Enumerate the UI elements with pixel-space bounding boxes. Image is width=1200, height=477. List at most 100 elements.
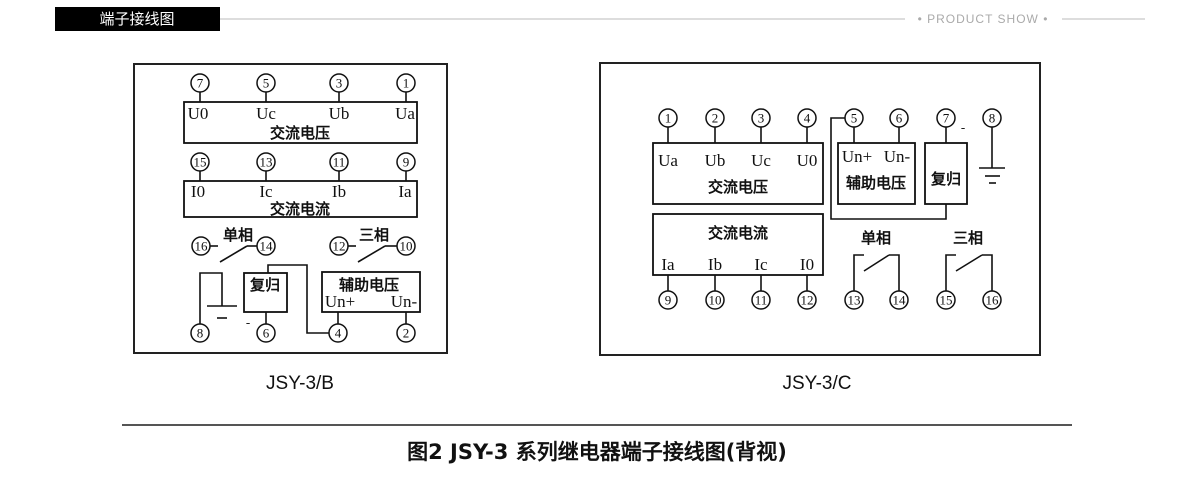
terminal-number: 3 xyxy=(336,76,343,91)
terminal-number: 14 xyxy=(893,293,907,308)
terminal-number: 2 xyxy=(403,326,410,341)
diagram-caption: JSY-3/B xyxy=(266,373,334,394)
aux-minus-label: Un- xyxy=(391,292,418,311)
block-label: 复归 xyxy=(930,170,961,188)
terminal-label: Ic xyxy=(259,182,273,201)
terminal-number: 11 xyxy=(755,293,768,308)
aux-minus-label: Un- xyxy=(884,147,911,166)
figure-title: 图2 JSY-3 系列继电器端子接线图(背视) xyxy=(407,440,787,464)
minus-mark: - xyxy=(961,120,965,135)
aux-voltage-block xyxy=(837,142,916,205)
terminal-label: Ib xyxy=(708,255,722,274)
terminal-number: 7 xyxy=(197,76,204,91)
ac-current-block xyxy=(652,213,824,276)
block-label: 辅助电压 xyxy=(339,276,399,294)
terminal-number: 16 xyxy=(986,293,1000,308)
block-label: 交流电流 xyxy=(270,200,330,218)
terminal-number: 3 xyxy=(758,111,765,126)
terminal-9: 9 xyxy=(396,152,416,181)
terminal-number: 2 xyxy=(712,111,719,126)
three-phase-label: 三相 xyxy=(953,229,983,247)
terminal-number: 13 xyxy=(848,293,861,308)
terminal-label: Ua xyxy=(658,151,678,170)
terminal-number: 15 xyxy=(940,293,953,308)
terminal-number: 5 xyxy=(851,111,858,126)
terminal-number: 9 xyxy=(403,155,410,170)
single-phase-contact: 16 14 xyxy=(191,236,276,263)
block-label: 复归 xyxy=(249,276,280,294)
terminal-7: 7 xyxy=(190,73,210,102)
terminal-label: Uc xyxy=(256,104,276,123)
section-title: 端子接线图 xyxy=(99,10,174,28)
reset-wire xyxy=(830,117,947,220)
ac-current-block xyxy=(183,180,418,218)
terminal-label: Ub xyxy=(705,151,726,170)
terminal-number: 8 xyxy=(197,326,204,341)
terminal-number: 14 xyxy=(260,239,274,254)
terminal-label: I0 xyxy=(191,182,205,201)
terminal-11: 11 xyxy=(329,152,349,181)
terminal-label: Ic xyxy=(754,255,768,274)
terminal-number: 1 xyxy=(403,76,410,91)
terminal-number: 12 xyxy=(801,293,814,308)
ground-symbol xyxy=(199,272,237,324)
terminal-label: U0 xyxy=(188,104,209,123)
current-terminals: 9 10 11 12 xyxy=(658,275,817,310)
terminal-label: Ia xyxy=(398,182,412,201)
three-phase-label: 三相 xyxy=(359,226,389,244)
terminal-5: 5 xyxy=(256,73,276,102)
diagram-caption: JSY-3/C xyxy=(783,373,852,394)
section-title-bar xyxy=(55,7,220,31)
terminal-number: 1 xyxy=(665,111,672,126)
terminal-3: 3 xyxy=(329,73,349,102)
aux-plus-label: Un+ xyxy=(325,292,355,311)
terminal-number: 5 xyxy=(263,76,270,91)
diagram-jsy-3-b: 交流电压 7 5 3 1 U0 Uc Ub Ua 交流电流 15 13 11 9… xyxy=(133,63,448,394)
terminal-number: 6 xyxy=(896,111,903,126)
three-phase-contact: 15 16 xyxy=(936,254,1002,310)
terminal-number: 4 xyxy=(804,111,811,126)
diagram-frame xyxy=(599,62,1041,356)
terminal-number: 10 xyxy=(709,293,722,308)
terminal-label: U0 xyxy=(797,151,818,170)
terminal-number: 12 xyxy=(333,239,346,254)
terminal-label: I0 xyxy=(800,255,814,274)
terminal-1: 1 xyxy=(396,73,416,102)
block-label: 交流电压 xyxy=(708,178,768,196)
terminal-label: Ia xyxy=(661,255,675,274)
aux-voltage-block xyxy=(321,271,421,313)
terminal-number: 8 xyxy=(989,111,996,126)
terminal-number: 7 xyxy=(943,111,950,126)
ground-symbol xyxy=(979,127,1005,184)
single-phase-contact: 13 14 xyxy=(844,254,909,310)
block-label: 交流电流 xyxy=(708,224,768,242)
terminal-number: 4 xyxy=(335,326,342,341)
terminal-label: Ib xyxy=(332,182,346,201)
terminal-number: 16 xyxy=(195,239,209,254)
aux-plus-label: Un+ xyxy=(842,147,872,166)
reset-block xyxy=(243,272,288,313)
terminal-number: 6 xyxy=(263,326,270,341)
terminal-label: Ub xyxy=(329,104,350,123)
diagram-jsy-3-c: 交流电压 1 2 3 4 Ua Ub Uc U0 交流电流 Ia Ib Ic I… xyxy=(599,62,1041,394)
bottom-terminals: 8 6 4 2 xyxy=(190,323,416,343)
terminal-number: 10 xyxy=(400,239,413,254)
terminal-number: 9 xyxy=(665,293,672,308)
single-phase-label: 单相 xyxy=(223,226,253,244)
terminal-15: 15 xyxy=(190,152,210,181)
terminal-number: 15 xyxy=(194,155,207,170)
block-label: 辅助电压 xyxy=(846,174,906,192)
ac-voltage-block xyxy=(183,101,418,144)
terminal-number: 11 xyxy=(333,155,346,170)
terminal-label: Ua xyxy=(395,104,415,123)
terminal-label: Uc xyxy=(751,151,771,170)
ac-voltage-block xyxy=(652,142,824,205)
minus-mark: - xyxy=(246,315,250,330)
voltage-terminals: 1 2 3 4 xyxy=(658,108,817,143)
block-label: 交流电压 xyxy=(270,124,330,142)
product-show-tagline: • PRODUCT SHOW • xyxy=(918,12,1049,26)
terminal-number: 13 xyxy=(260,155,273,170)
terminal-13: 13 xyxy=(256,152,276,181)
reset-wire xyxy=(267,264,329,334)
